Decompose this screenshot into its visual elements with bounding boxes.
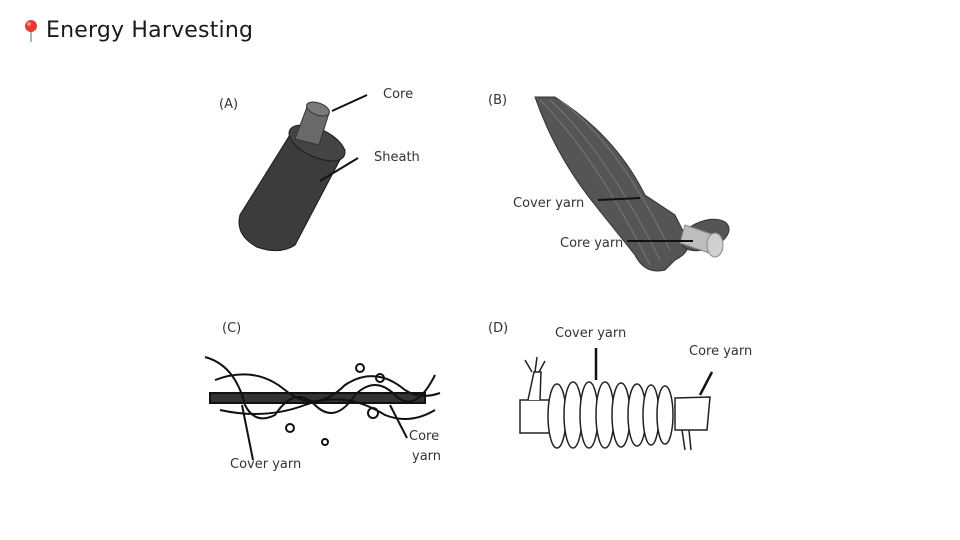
figure-drawings bbox=[204, 94, 730, 461]
callout-core: Core bbox=[383, 87, 414, 102]
panel-b-illustration bbox=[534, 96, 730, 272]
slide-title-text: Energy Harvesting bbox=[46, 18, 254, 43]
panel-a-label: (A) bbox=[219, 97, 239, 112]
callout-cover-yarn-c: Cover yarn bbox=[230, 457, 302, 472]
panel-a-illustration bbox=[238, 94, 368, 252]
callout-yarn-c: yarn bbox=[412, 449, 442, 464]
callout-cover-yarn-b: Cover yarn bbox=[513, 196, 585, 211]
round-pushpin-icon bbox=[22, 19, 40, 43]
callout-core-yarn-d: Core yarn bbox=[689, 344, 753, 359]
callout-sheath: Sheath bbox=[374, 150, 420, 165]
callout-cover-yarn-d: Cover yarn bbox=[555, 326, 627, 341]
panel-d-label: (D) bbox=[488, 321, 509, 336]
core-sheath-yarn-figure: (A) Core Sheath (B) Cover yarn Core yarn… bbox=[195, 75, 785, 495]
panel-d-illustration bbox=[519, 348, 714, 451]
callout-core-c: Core bbox=[409, 429, 440, 444]
panel-c-illustration bbox=[204, 356, 441, 461]
panel-c-label: (C) bbox=[222, 321, 242, 336]
panel-b-label: (B) bbox=[488, 93, 508, 108]
slide-title: Energy Harvesting bbox=[22, 18, 253, 43]
callout-core-yarn-b: Core yarn bbox=[560, 236, 624, 251]
